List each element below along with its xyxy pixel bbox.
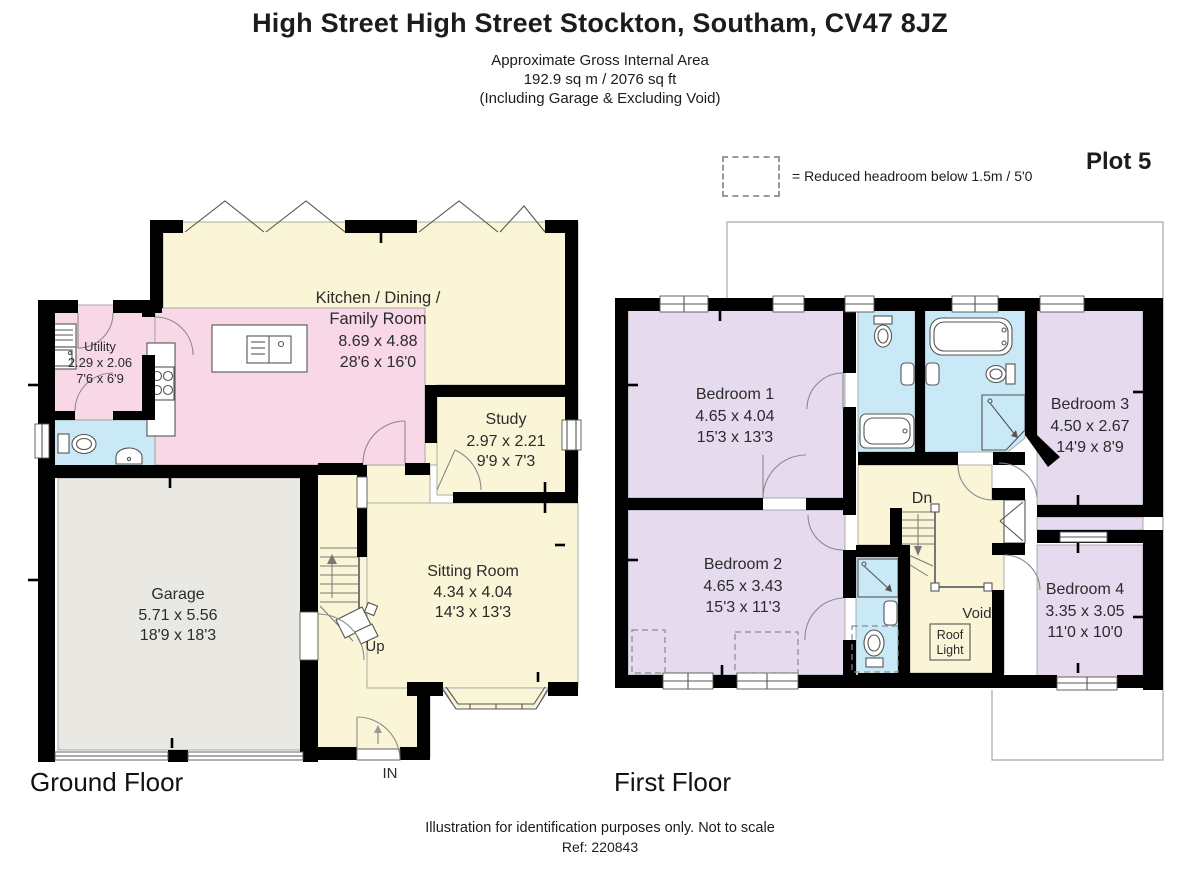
- disclaimer: Illustration for identification purposes…: [425, 820, 775, 836]
- utility-metric: 2.29 x 2.06: [68, 355, 132, 370]
- roof-light-box: [929, 623, 971, 661]
- ensuite-basin-icon: [883, 600, 898, 626]
- garage-area: [57, 477, 304, 751]
- stairs-up: [319, 545, 379, 645]
- plot-number: Plot 5: [1086, 148, 1152, 175]
- wc-toilet-icon: [57, 433, 97, 455]
- bedroom1-imperial: 15'3 x 13'3: [697, 429, 773, 446]
- area-note: (Including Garage & Excluding Void): [479, 90, 721, 107]
- bedroom2-metric: 4.65 x 3.43: [703, 578, 782, 595]
- bedroom4-label: Bedroom 4: [1046, 581, 1124, 598]
- reduced-headroom-legend-icon: [722, 156, 780, 197]
- study-metric: 2.97 x 2.21: [466, 433, 545, 450]
- bedroom3-imperial: 14'9 x 8'9: [1056, 439, 1124, 456]
- front-door-opening: [356, 748, 401, 761]
- ground-floor-label: Ground Floor: [30, 767, 184, 797]
- first-floor-label: First Floor: [614, 767, 731, 797]
- kitchen-island-icon: [211, 324, 308, 373]
- first-floor-windows: [659, 295, 1118, 691]
- ground-floor-windows: [34, 419, 582, 761]
- sitting-room-label: Sitting Room: [427, 563, 519, 580]
- first-floor-plan: Bedroom 1 4.65 x 4.04 15'3 x 13'3 Bedroo…: [614, 221, 1164, 797]
- bathroom1-toilet-icon: [873, 315, 893, 348]
- bifold-door-icons: [184, 200, 546, 233]
- first-floor-room-fills: [627, 309, 1144, 678]
- sitting-room-imperial: 14'3 x 13'3: [435, 604, 511, 621]
- bedroom3-metric: 4.50 x 2.67: [1050, 418, 1129, 435]
- dimension-ticks: [628, 311, 1143, 675]
- bedroom2-label: Bedroom 2: [704, 556, 782, 573]
- sitting-room-metric: 4.34 x 4.04: [433, 584, 512, 601]
- bedroom3-label: Bedroom 3: [1051, 396, 1129, 413]
- ensuite-toilet-icon: [863, 629, 885, 668]
- bathroom2-toilet-icon: [985, 363, 1016, 385]
- bedroom4-metric: 3.35 x 3.05: [1045, 603, 1124, 620]
- stairs-up-label: Up: [365, 638, 384, 655]
- bedroom2-area: [627, 509, 846, 676]
- bathroom2-basin-icon: [925, 362, 940, 386]
- kitchen-imperial: 28'6 x 16'0: [340, 354, 416, 371]
- first-floor-doors: [762, 372, 1041, 641]
- ground-floor-plan: Utility 2.29 x 2.06 7'6 x 6'9 Kitchen / …: [28, 200, 582, 797]
- bedroom3-area: [1036, 309, 1144, 506]
- reference: Ref: 220843: [561, 839, 639, 855]
- area-value: 192.9 sq m / 2076 sq ft: [523, 71, 677, 88]
- bedroom4-imperial: 11'0 x 10'0: [1047, 624, 1122, 641]
- study-imperial: 9'9 x 7'3: [477, 453, 536, 470]
- page-title: High Street High Street Stockton, Southa…: [252, 8, 948, 38]
- area-heading: Approximate Gross Internal Area: [491, 52, 709, 69]
- bathroom1-basin-icon: [900, 362, 915, 386]
- dimension-ticks: [28, 233, 578, 748]
- kitchen-label-line2: Family Room: [329, 310, 426, 328]
- bedroom4-area: [1036, 544, 1144, 678]
- void-label: Void: [962, 605, 991, 622]
- stairs-down-label: Dn: [912, 490, 932, 507]
- study-window-icon: [561, 419, 582, 451]
- reduced-headroom-legend-label: = Reduced headroom below 1.5m / 5'0: [792, 168, 1033, 184]
- bathroom2-bathtub-icon: [929, 317, 1013, 356]
- bedroom1-label: Bedroom 1: [696, 386, 774, 403]
- kitchen-label-line1: Kitchen / Dining /: [316, 289, 441, 307]
- roof-light-label-line2: Light: [936, 643, 964, 657]
- ground-floor-walls: [38, 220, 578, 762]
- utility-label: Utility: [84, 339, 116, 354]
- garage-imperial: 18'9 x 18'3: [140, 627, 216, 644]
- reduced-headroom-zones: [631, 625, 899, 674]
- roof-light-label-line1: Roof: [937, 628, 964, 642]
- ground-floor-doors: [74, 312, 482, 761]
- kitchen-metric: 8.69 x 4.88: [338, 333, 417, 350]
- cupboard-bifold-icon: [999, 499, 1026, 544]
- garage-metric: 5.71 x 5.56: [138, 607, 217, 624]
- bathroom2-shower-icon: [981, 394, 1026, 451]
- bedroom1-area: [627, 309, 846, 499]
- utility-sink-icon: [48, 323, 77, 370]
- bedroom1-metric: 4.65 x 4.04: [695, 408, 774, 425]
- wc-basin-icon: [115, 447, 143, 465]
- garage-label: Garage: [151, 586, 204, 603]
- bathroom1-bathtub-icon: [859, 413, 915, 449]
- study-label: Study: [486, 411, 527, 428]
- entrance-label: IN: [383, 765, 398, 782]
- utility-imperial: 7'6 x 6'9: [76, 371, 124, 386]
- bedroom2-imperial: 15'3 x 11'3: [705, 599, 780, 616]
